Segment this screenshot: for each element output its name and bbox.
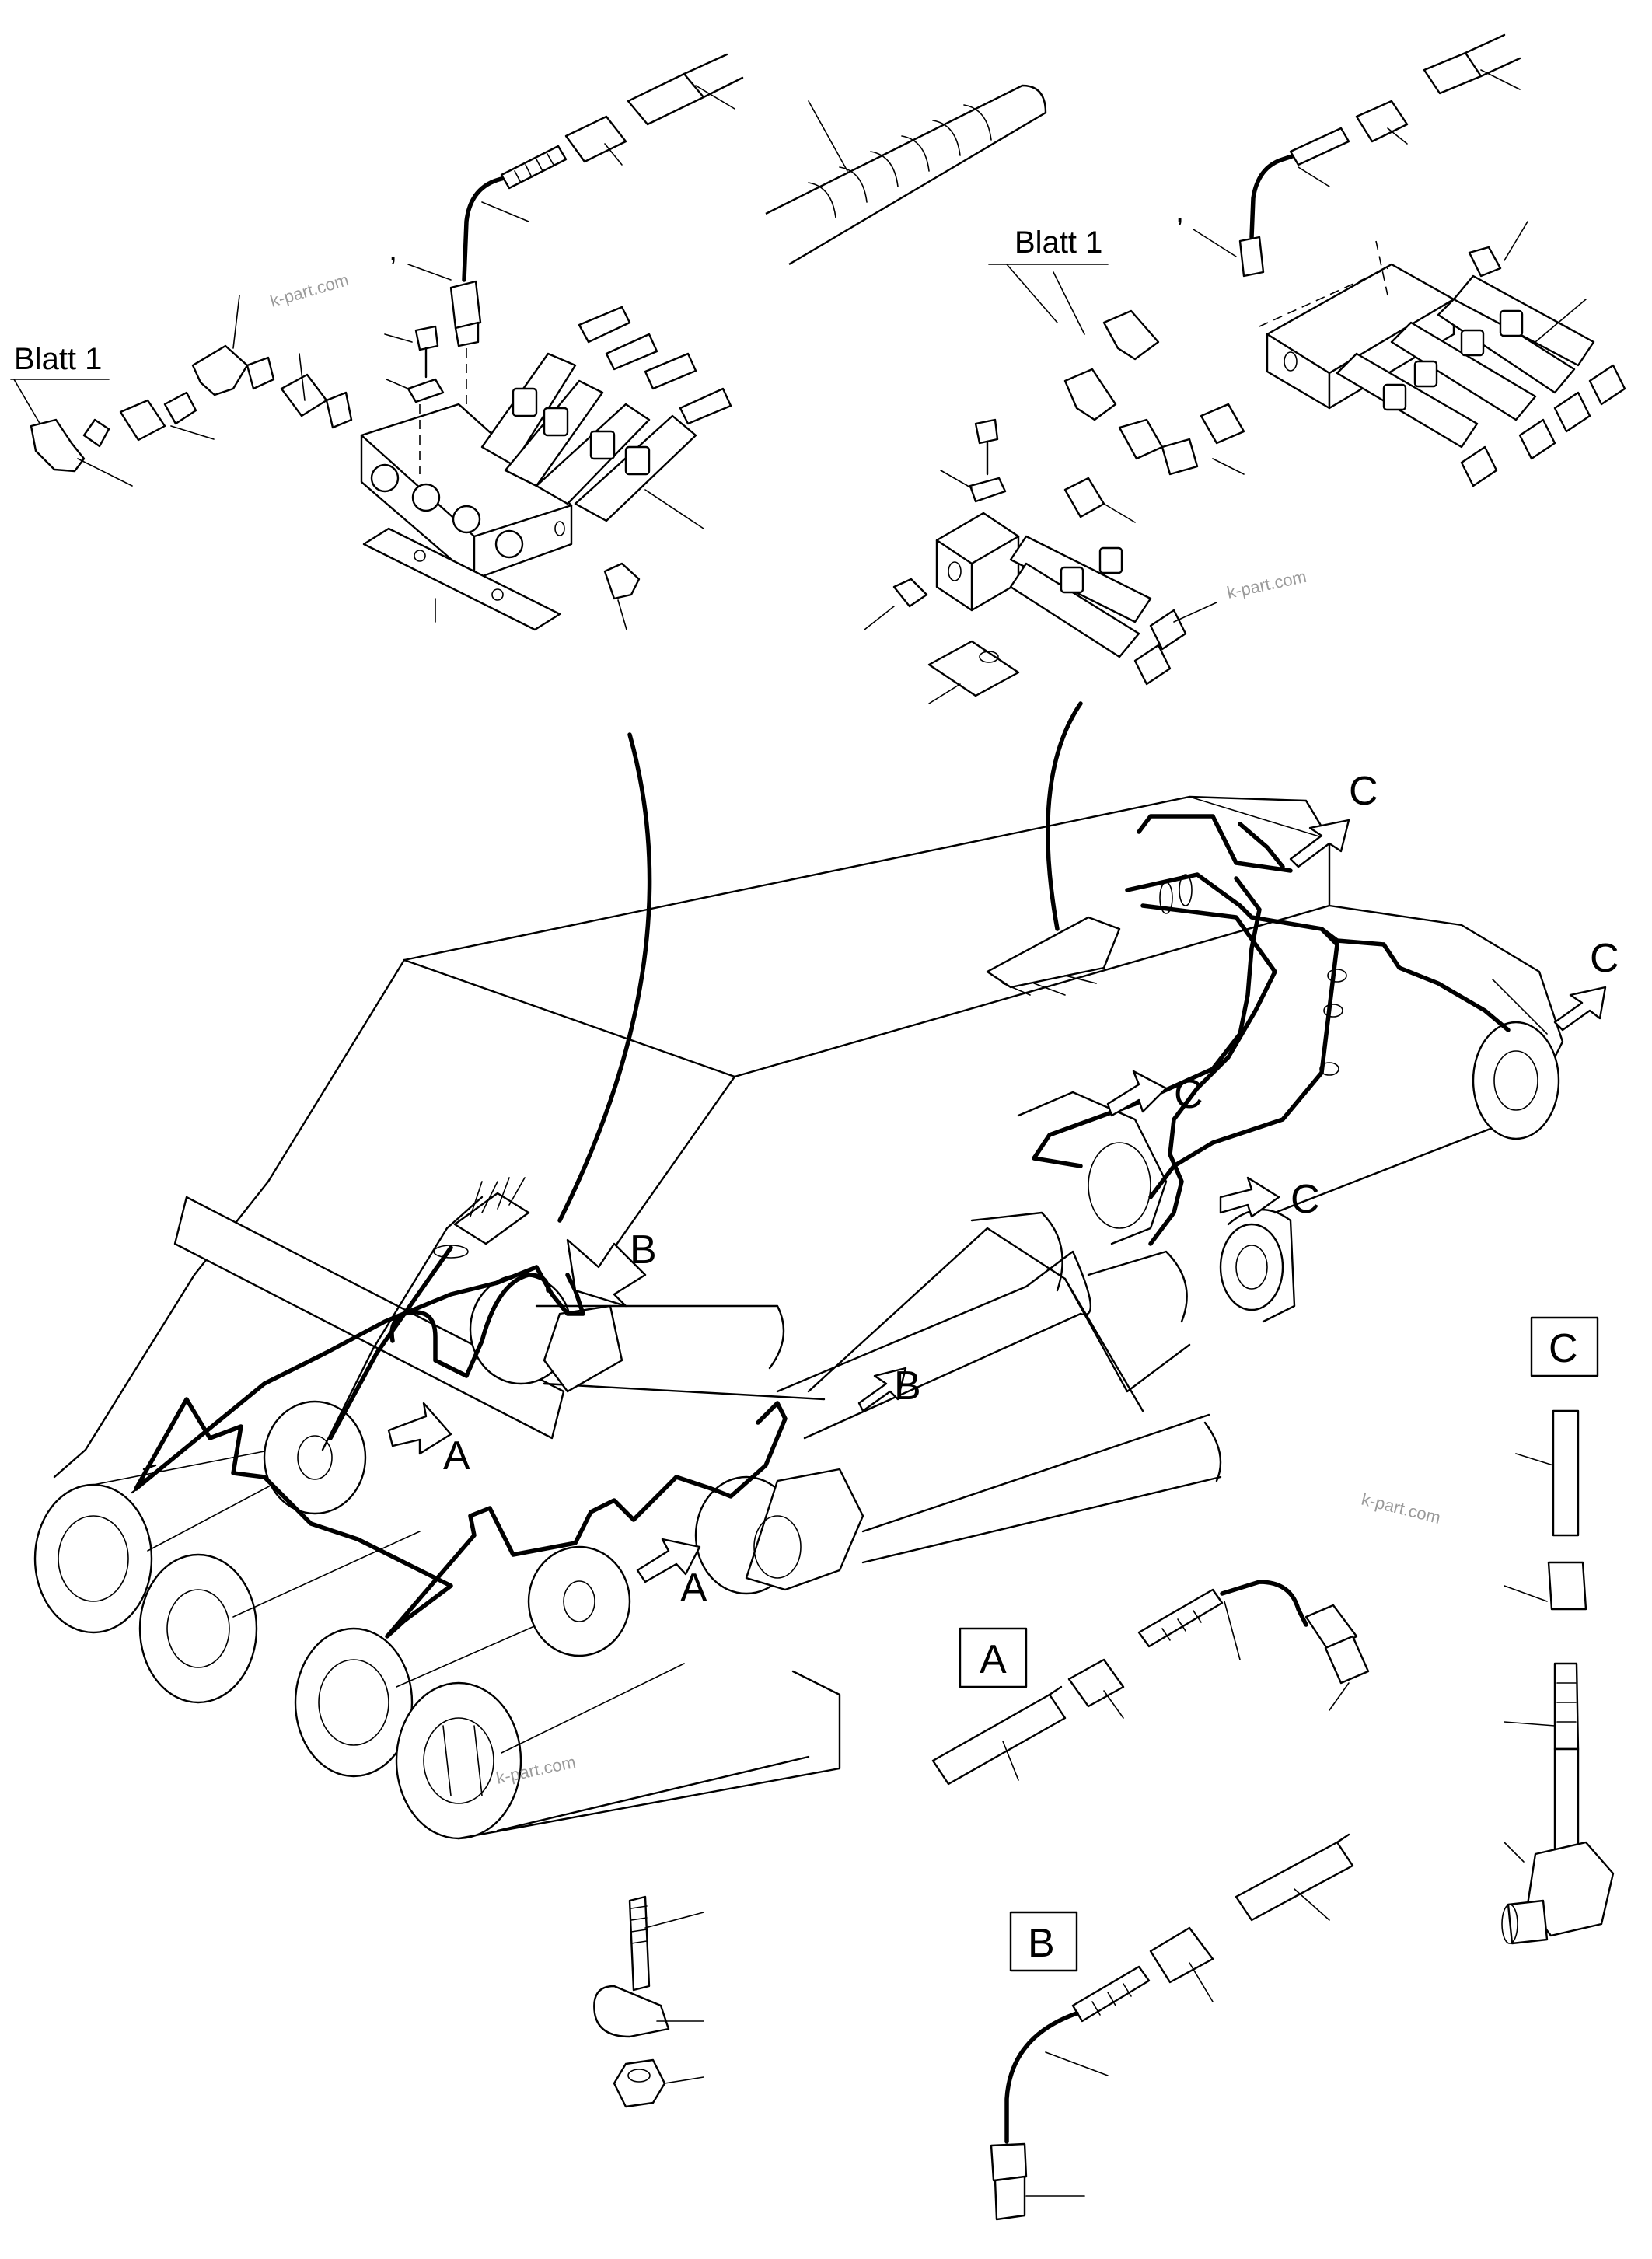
arrow-c-1	[1289, 819, 1350, 868]
detail-box-c	[1530, 1316, 1599, 1377]
watermark-3: k-part.com	[1360, 1489, 1443, 1528]
callout-label-a-1: A	[443, 1433, 470, 1479]
main-assembly-view: B A B A C C C C	[33, 769, 1619, 1840]
callout-label-c-3: C	[1174, 1072, 1203, 1117]
detail-box-a	[959, 1627, 1028, 1688]
small-distributor-main-right	[986, 916, 1121, 989]
detail-box-b	[1009, 1911, 1078, 1972]
spiral-hose	[765, 84, 1047, 266]
union-nut-left	[119, 399, 166, 442]
union-nut-top-left	[564, 115, 627, 163]
bent-tube-left	[462, 167, 531, 282]
arrow-c-3	[1106, 1070, 1168, 1117]
callout-label-b-1: B	[630, 1227, 657, 1273]
metering-valves-right	[1336, 274, 1626, 487]
small-block-right	[935, 512, 1020, 612]
comma-mark-left: ,	[389, 233, 397, 267]
plug-right-2	[892, 578, 928, 608]
union-nut-detail-c	[1547, 1561, 1587, 1611]
right-distributor-exploded-view: Blatt 1	[864, 33, 1626, 704]
metering-valves-left	[480, 306, 732, 529]
callout-label-c-2: C	[1590, 936, 1619, 981]
leader-arc-left	[557, 732, 652, 1223]
arrow-a-1	[387, 1402, 452, 1455]
boom-pivot	[1472, 1021, 1560, 1140]
detail-box-b-label: B	[1028, 1921, 1055, 1966]
union-nut-top-right	[1355, 100, 1409, 143]
arrow-a-2	[636, 1538, 701, 1583]
bent-tube-detail-b	[1004, 2011, 1079, 2144]
blatt-reference-right: Blatt 1	[1015, 225, 1102, 260]
callout-label-a-2: A	[680, 1566, 707, 1611]
small-distributor-main-left	[453, 1192, 530, 1245]
blatt-reference-left: Blatt 1	[14, 342, 102, 376]
detail-a: A	[931, 1580, 1370, 1786]
straight-fitting-right	[1238, 236, 1265, 278]
arrow-c-2	[1553, 986, 1607, 1032]
pipe-clamp	[593, 1985, 670, 2038]
nipple-detail-a	[1137, 1588, 1224, 1648]
watermark-1: k-part.com	[267, 270, 351, 311]
tube-detail-c	[1552, 1409, 1580, 1537]
clamp-detail	[593, 1895, 704, 2108]
detail-b: B	[990, 1833, 1354, 2221]
nipple-detail-c	[1553, 1662, 1580, 1751]
callout-arrows: B A B A C C C C	[387, 769, 1619, 1611]
threaded-nipple-left	[500, 145, 568, 190]
tube-detail-a	[931, 1693, 1067, 1786]
arrow-b-1	[566, 1238, 647, 1308]
hex-nut	[613, 2058, 666, 2108]
straight-fitting-left	[449, 280, 482, 330]
bolt-left	[414, 325, 439, 351]
detail-box-c-label: C	[1549, 1326, 1578, 1371]
callout-label-b-2: B	[894, 1363, 921, 1409]
comma-mark-right: ,	[1175, 194, 1184, 229]
union-nut-detail-b	[1149, 1926, 1214, 1984]
straight-fitting-detail-b	[990, 2142, 1028, 2182]
tube-section-left	[627, 72, 705, 126]
arrow-b-2	[857, 1367, 907, 1412]
elbow-fitting-left	[30, 418, 86, 473]
left-distributor-exploded-view: Blatt 1	[10, 53, 744, 631]
detail-c: C	[1501, 1316, 1615, 1945]
union-nut-right	[1200, 403, 1245, 445]
mounting-plate-right	[927, 640, 1020, 697]
nipple-detail-b	[1071, 1965, 1151, 2023]
callout-label-c-4: C	[1291, 1177, 1320, 1222]
watermark-2: k-part.com	[1225, 567, 1308, 602]
tube-section-right	[1423, 51, 1483, 95]
threaded-nipple-right	[1289, 127, 1350, 166]
bolt-right	[974, 418, 999, 445]
elbow-fitting-left-2	[191, 344, 249, 396]
union-nut-right-2	[1063, 477, 1105, 518]
union-nut-detail-a	[1067, 1658, 1125, 1708]
pin-bosses-front	[33, 1449, 841, 1840]
hydraulic-cylinders	[807, 1091, 1296, 1412]
leader-arc-right	[1046, 701, 1083, 931]
bent-tube-detail-a	[1220, 1580, 1308, 1627]
arrow-c-4	[1219, 1176, 1280, 1218]
bent-tube-right	[1249, 149, 1308, 239]
plug-left	[603, 562, 641, 600]
mounting-plate-left	[362, 527, 561, 631]
callout-label-c-1: C	[1349, 769, 1378, 814]
elbow-fitting-right-2	[1063, 368, 1117, 421]
elbow-fitting-right	[1102, 309, 1160, 361]
plug-right	[1468, 246, 1502, 278]
lubrication-lines	[131, 814, 1548, 1639]
castle-nut	[745, 1468, 864, 1591]
tube-detail-b	[1235, 1841, 1354, 1922]
detail-box-a-label: A	[980, 1637, 1007, 1682]
